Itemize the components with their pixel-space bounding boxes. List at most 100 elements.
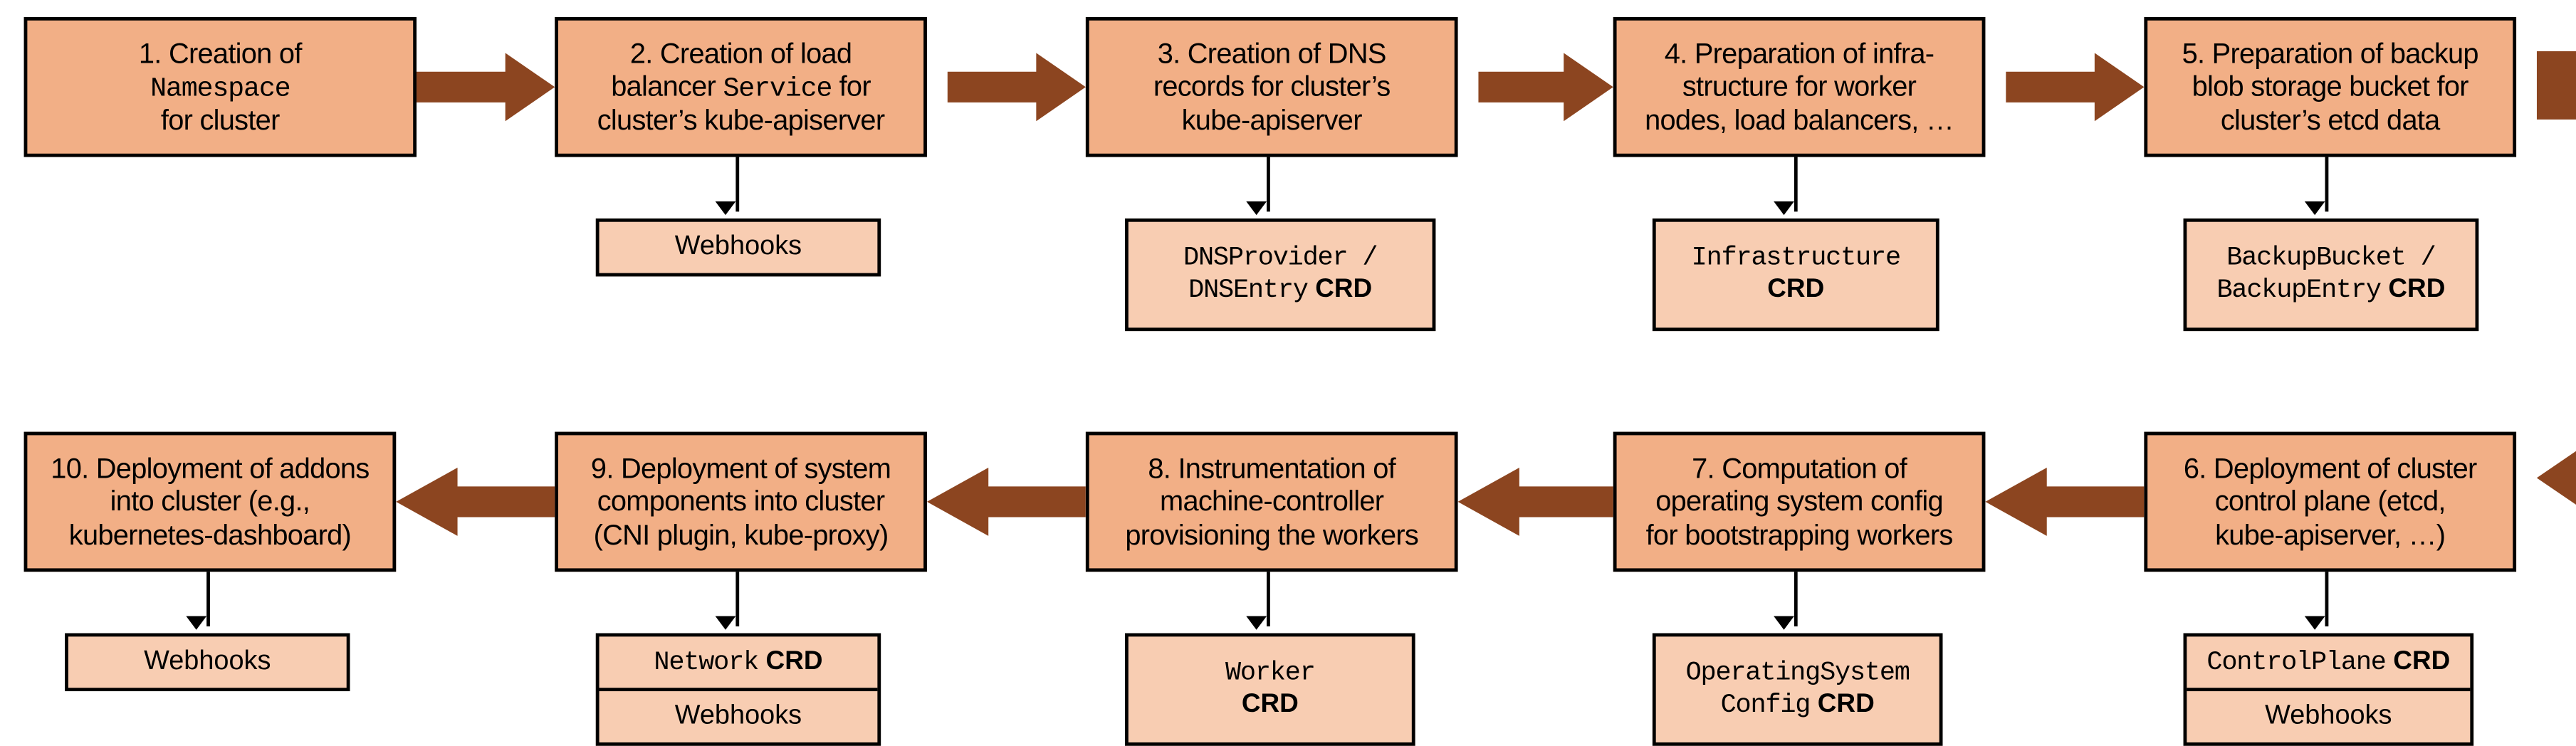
crd-label-3: CRD <box>1315 275 1373 304</box>
step-box-6[interactable]: 6. Deployment of cluster control plane (… <box>2144 431 2517 572</box>
network-label: Network <box>654 646 759 677</box>
step-2-line-2c: for <box>832 69 871 103</box>
step-7-line-3: for bootstrapping workers <box>1645 518 1954 551</box>
step-9-line-2: components into cluster <box>597 485 885 518</box>
flow-arrow-4-to-5 <box>2006 53 2145 122</box>
step-9-line-1: 9. Deployment of system <box>590 453 891 485</box>
flow-arrow-8-to-9 <box>926 467 1086 536</box>
connector-9-arrowhead <box>715 616 736 630</box>
sub-box-8-cell-crd: Worker CRD <box>1129 636 1412 742</box>
crd-label-4: CRD <box>1767 275 1825 304</box>
crd-label-5: CRD <box>2388 275 2446 304</box>
connector-7-arrowhead <box>1774 616 1794 630</box>
infrastructure-crd-label: Infrastructure CRD <box>1692 243 1901 308</box>
step-2-line-2b: Service <box>723 73 832 104</box>
webhooks-label-10: Webhooks <box>144 646 271 676</box>
backup-crd-label: BackupBucket / BackupEntry CRD <box>2216 243 2445 308</box>
connector-5-arrowhead <box>2304 201 2325 216</box>
step-10-line-1: 10. Deployment of addons <box>51 453 370 485</box>
crd-label-6: CRD <box>2393 646 2451 676</box>
worker-crd-label: Worker CRD <box>1225 657 1316 722</box>
step-box-2[interactable]: 2. Creation of load balancer Service for… <box>555 16 927 157</box>
controlplane-crd-label: ControlPlane CRD <box>2206 646 2450 678</box>
connector-2-arrowhead <box>715 201 736 216</box>
step-box-3[interactable]: 3. Creation of DNS records for cluster’s… <box>1085 16 1458 157</box>
step-2-line-3: cluster’s kube-apiserver <box>597 104 885 137</box>
sub-box-2-webhooks[interactable]: Webhooks <box>595 218 881 277</box>
backupbucket-label: BackupBucket / <box>2226 242 2436 273</box>
flow-arrow-9-to-10 <box>396 467 555 536</box>
controlplane-label: ControlPlane <box>2206 646 2387 677</box>
flow-arrow-5-to-6-elbow <box>2536 51 2576 546</box>
connector-3 <box>1267 157 1271 212</box>
sub-box-9-crd[interactable]: Network CRD Webhooks <box>595 633 881 746</box>
step-7-line-1: 7. Computation of <box>1692 453 1907 485</box>
sub-box-4-crd[interactable]: Infrastructure CRD <box>1652 218 1939 332</box>
connector-4-arrowhead <box>1774 201 1794 216</box>
step-box-8[interactable]: 8. Instrumentation of machine-controller… <box>1085 431 1458 572</box>
step-box-5[interactable]: 5. Preparation of backup blob storage bu… <box>2144 16 2517 157</box>
sub-box-3-crd[interactable]: DNSProvider / DNSEntry CRD <box>1125 218 1436 332</box>
connector-10 <box>206 572 211 626</box>
sub-box-5-crd[interactable]: BackupBucket / BackupEntry CRD <box>2183 218 2479 332</box>
crd-label-7: CRD <box>1817 689 1875 719</box>
sub-box-10-webhooks[interactable]: Webhooks <box>65 633 350 692</box>
sub-box-7-crd[interactable]: OperatingSystem Config CRD <box>1652 633 1943 746</box>
crd-label-9: CRD <box>765 646 823 676</box>
step-3-line-2: records for cluster’s <box>1153 70 1391 103</box>
connector-5 <box>2325 157 2329 212</box>
flow-arrow-7-to-8 <box>1457 467 1613 536</box>
connector-10-arrowhead <box>186 616 207 630</box>
step-10-line-3: kubernetes-dashboard) <box>68 518 352 551</box>
step-box-7[interactable]: 7. Computation of operating system confi… <box>1613 431 1986 572</box>
step-8-text: 8. Instrumentation of machine-controller… <box>1125 453 1418 550</box>
connector-4 <box>1794 157 1799 212</box>
dnsprovider-label: DNSProvider / <box>1183 242 1378 273</box>
connector-8-arrowhead <box>1246 616 1267 630</box>
step-5-line-1: 5. Preparation of backup <box>2182 38 2479 71</box>
dns-crd-label: DNSProvider / DNSEntry CRD <box>1183 242 1378 308</box>
connector-3-arrowhead <box>1246 201 1267 216</box>
step-1-line-2: Namespace <box>150 73 291 104</box>
step-2-line-1: 2. Creation of load <box>629 37 852 70</box>
step-6-line-3: kube-apiserver, …) <box>2215 518 2446 551</box>
sub-box-3-cell-crd: DNSProvider / DNSEntry CRD <box>1129 222 1433 328</box>
backupentry-label: BackupEntry <box>2216 275 2382 306</box>
operatingsystem-label: OperatingSystem <box>1685 657 1910 688</box>
step-4-line-3: nodes, load balancers, … <box>1645 103 1954 136</box>
step-box-4[interactable]: 4. Preparation of infra- structure for w… <box>1613 16 1986 157</box>
flow-arrow-1-to-2 <box>417 53 555 122</box>
step-10-text: 10. Deployment of addons into cluster (e… <box>51 453 370 551</box>
sub-box-7-cell-crd: OperatingSystem Config CRD <box>1656 636 1939 742</box>
flow-arrow-6-to-7 <box>1985 467 2145 536</box>
connector-2 <box>735 157 740 212</box>
config-label: Config <box>1720 689 1811 720</box>
step-4-line-1: 4. Preparation of infra- <box>1664 38 1934 71</box>
step-3-line-1: 3. Creation of DNS <box>1157 38 1387 71</box>
step-6-line-2: control plane (etcd, <box>2214 485 2446 518</box>
step-4-text: 4. Preparation of infra- structure for w… <box>1645 38 1954 136</box>
step-8-line-3: provisioning the workers <box>1125 518 1419 551</box>
step-6-line-1: 6. Deployment of cluster <box>2183 453 2477 485</box>
webhooks-label-6: Webhooks <box>2265 700 2392 730</box>
sub-box-10-cell-webhooks: Webhooks <box>68 636 347 688</box>
step-1-text: 1. Creation of Namespace for cluster <box>138 37 303 137</box>
step-5-line-2: blob storage bucket for <box>2192 70 2469 103</box>
connector-7 <box>1794 572 1799 626</box>
step-8-line-2: machine-controller <box>1160 485 1384 518</box>
sub-box-9-cell-webhooks: Webhooks <box>599 688 878 742</box>
sub-box-5-cell-crd: BackupBucket / BackupEntry CRD <box>2187 222 2475 328</box>
step-box-1[interactable]: 1. Creation of Namespace for cluster <box>23 16 417 157</box>
step-box-9[interactable]: 9. Deployment of system components into … <box>555 431 927 572</box>
sub-box-2-cell-webhooks: Webhooks <box>600 222 878 273</box>
sub-box-6-crd[interactable]: ControlPlane CRD Webhooks <box>2183 633 2474 746</box>
sub-box-8-crd[interactable]: Worker CRD <box>1125 633 1415 746</box>
step-box-10[interactable]: 10. Deployment of addons into cluster (e… <box>23 431 397 572</box>
step-5-line-3: cluster’s etcd data <box>2220 103 2440 136</box>
step-8-line-1: 8. Instrumentation of <box>1148 453 1396 485</box>
step-1-line-1: 1. Creation of <box>138 37 303 70</box>
step-4-line-2: structure for worker <box>1682 70 1917 103</box>
worker-label: Worker <box>1225 657 1316 688</box>
flow-arrow-3-to-4 <box>1478 53 1613 122</box>
